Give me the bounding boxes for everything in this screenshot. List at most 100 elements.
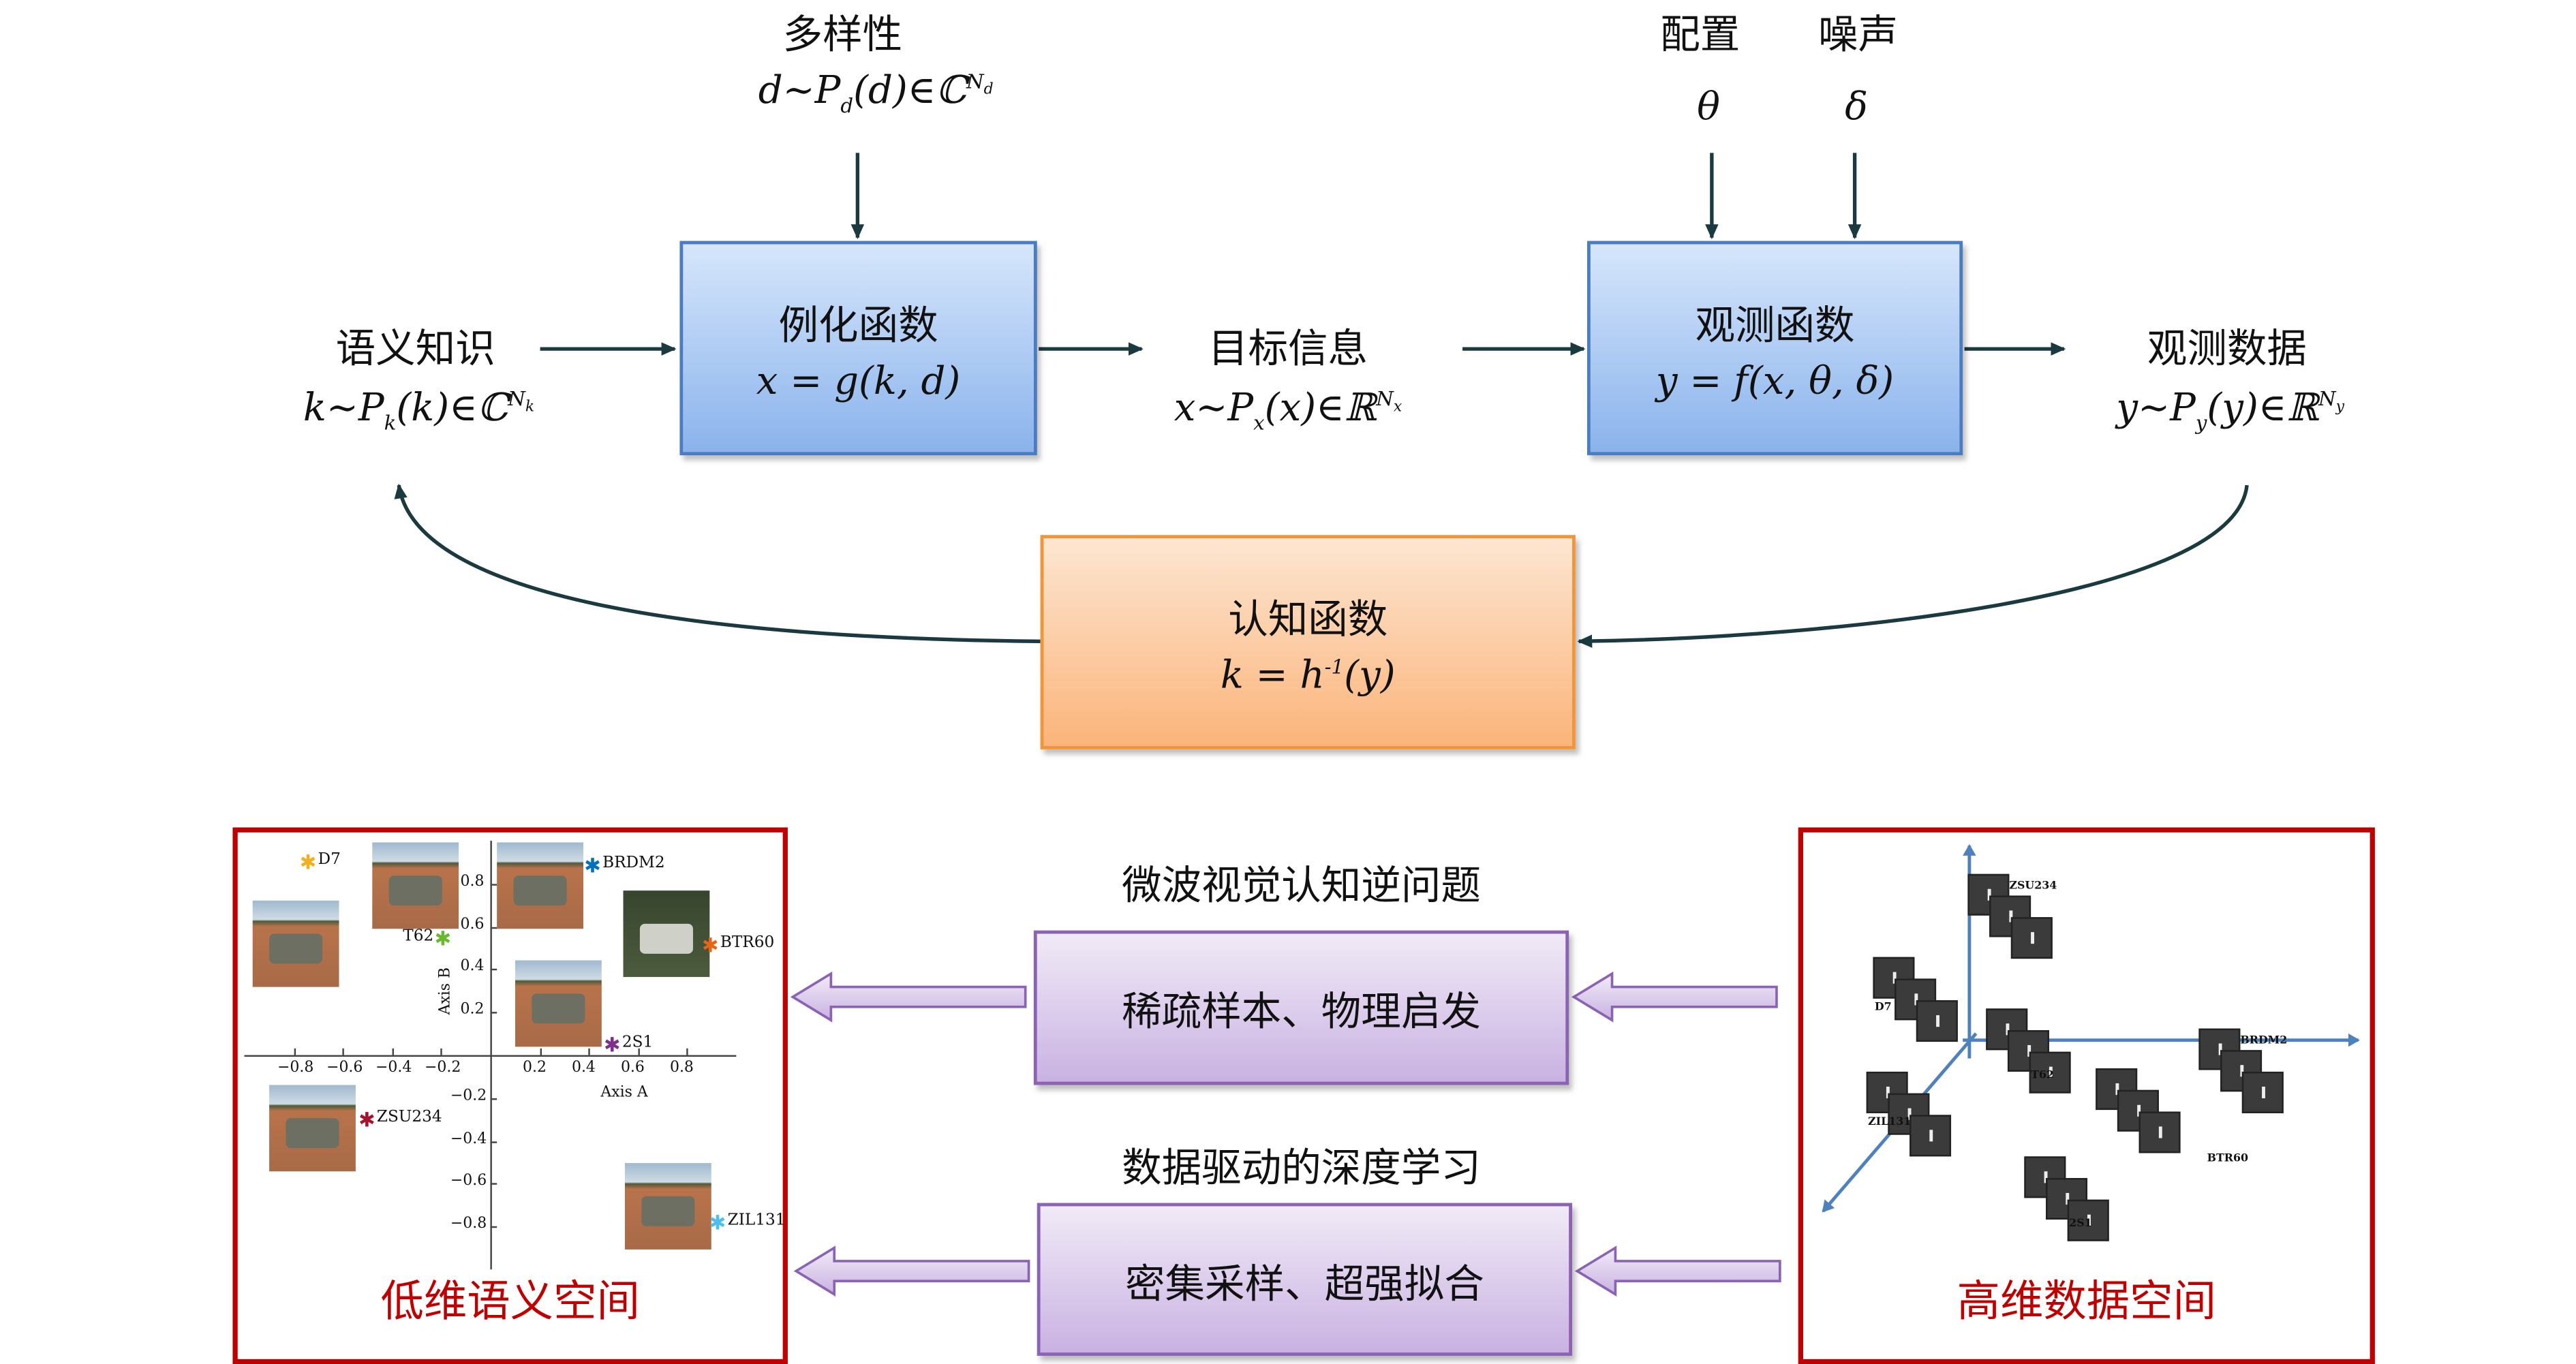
data-point-t62: ✱ bbox=[434, 927, 452, 951]
y-tick-mark bbox=[490, 969, 497, 972]
cognition-function-box: 认知函数 k = h-1(y) bbox=[1040, 535, 1576, 749]
target-formula: x∼Px(x)∈ℝNx bbox=[1174, 387, 1402, 435]
config-label: 配置 bbox=[1660, 12, 1741, 59]
y-tick-label: 0.8 bbox=[460, 873, 485, 890]
sar-image-tile bbox=[1916, 1000, 1958, 1042]
observe-formula: y = f(x, θ, δ) bbox=[1655, 360, 1895, 404]
y-tick-label: −0.8 bbox=[450, 1216, 487, 1233]
sar-image-tile bbox=[1910, 1115, 1952, 1157]
x-tick-label: −0.2 bbox=[425, 1059, 461, 1077]
approach-dense-box: 密集采样、超强拟合 bbox=[1037, 1203, 1573, 1356]
approach-sparse-label: 稀疏样本、物理启发 bbox=[1122, 989, 1481, 1036]
vehicle-photo-brdm2 bbox=[497, 843, 585, 929]
x-tick-label: 0.2 bbox=[523, 1059, 547, 1077]
vehicle-photo-2s1 bbox=[515, 961, 602, 1047]
point-label: BTR60 bbox=[720, 934, 775, 952]
vehicle-photo-btr60 bbox=[622, 890, 709, 977]
y-tick-mark bbox=[490, 1012, 497, 1014]
point-label: 2S1 bbox=[622, 1032, 654, 1051]
x-tick-mark bbox=[441, 1048, 443, 1055]
y-tick-mark bbox=[490, 1226, 497, 1228]
high-dim-title: 高维数据空间 bbox=[1957, 1277, 2217, 1328]
instantiate-formula: x = g(k, d) bbox=[756, 360, 961, 404]
data-point-zil131: ✱ bbox=[709, 1210, 726, 1235]
data-point-d7: ✱ bbox=[299, 850, 317, 874]
x-tick-label: 0.4 bbox=[571, 1059, 596, 1077]
cognition-label: 认知函数 bbox=[1228, 596, 1388, 643]
observe-function-box: 观测函数 y = f(x, θ, δ) bbox=[1586, 241, 1963, 456]
sar-image-tile bbox=[1989, 895, 2031, 937]
inverse-problem-label: 微波视觉认知逆问题 bbox=[1122, 862, 1481, 909]
semantic-label: 语义知识 bbox=[335, 325, 495, 373]
config-symbol: θ bbox=[1697, 86, 1720, 130]
vehicle-photo-d7 bbox=[252, 901, 339, 987]
x-tick-mark bbox=[588, 1048, 590, 1055]
sar-cluster-label: ZSU234 bbox=[2009, 879, 2057, 893]
vehicle-photo-zsu234 bbox=[269, 1085, 356, 1172]
sar-cluster-label: BTR60 bbox=[2207, 1151, 2249, 1165]
sar-cluster-label: ZIL131 bbox=[1868, 1115, 1912, 1128]
instantiate-label: 例化函数 bbox=[778, 302, 938, 350]
y-tick-label: −0.6 bbox=[450, 1173, 487, 1191]
y-axis-line bbox=[490, 840, 492, 1270]
noise-label: 噪声 bbox=[1818, 12, 1898, 59]
y-tick-mark bbox=[490, 1141, 497, 1143]
y-tick-mark bbox=[490, 1098, 497, 1100]
data-point-zsu234: ✱ bbox=[358, 1107, 375, 1131]
data-point-brdm2: ✱ bbox=[584, 854, 601, 878]
y-tick-label: −0.4 bbox=[450, 1130, 487, 1148]
cognition-formula: k = h-1(y) bbox=[1220, 654, 1396, 698]
x-tick-label: −0.6 bbox=[326, 1059, 363, 1077]
x-tick-label: −0.4 bbox=[375, 1059, 412, 1077]
hollow-arrow-left-1 bbox=[790, 971, 1027, 1023]
point-label: BRDM2 bbox=[602, 854, 665, 873]
sar-cluster-label: T62 bbox=[2031, 1068, 2054, 1082]
x-axis-line bbox=[245, 1055, 736, 1057]
x-tick-mark bbox=[294, 1048, 296, 1055]
sar-image-tile bbox=[2029, 1051, 2071, 1094]
point-label: D7 bbox=[318, 850, 341, 869]
x-tick-mark bbox=[392, 1048, 394, 1055]
sar-cluster-label: D7 bbox=[1874, 1000, 1892, 1014]
sar-cluster-label: BRDM2 bbox=[2240, 1033, 2288, 1047]
point-label: T62 bbox=[403, 927, 434, 946]
point-label: ZIL131 bbox=[727, 1210, 786, 1229]
x-tick-label: 0.8 bbox=[669, 1059, 694, 1077]
observed-label: 观测数据 bbox=[2147, 325, 2307, 373]
data-point-btr60: ✱ bbox=[702, 934, 719, 958]
point-label: ZSU234 bbox=[376, 1107, 442, 1126]
y-tick-label: 0.2 bbox=[460, 1002, 485, 1019]
diversity-formula: d∼Pd(d)∈ℂNd bbox=[758, 69, 994, 118]
sar-image-tile bbox=[1866, 1071, 1908, 1113]
sar-image-tile bbox=[2241, 1071, 2284, 1113]
x-tick-mark bbox=[343, 1048, 345, 1055]
y-tick-label: 0.4 bbox=[460, 959, 485, 976]
approach-sparse-box: 稀疏样本、物理启发 bbox=[1033, 930, 1569, 1085]
y-tick-label: −0.2 bbox=[450, 1087, 487, 1105]
x-tick-mark bbox=[686, 1048, 688, 1055]
vehicle-photo-t62 bbox=[372, 843, 459, 929]
low-dim-title: 低维语义空间 bbox=[380, 1277, 640, 1328]
x-tick-mark bbox=[637, 1048, 639, 1055]
y-axis-title: Axis B bbox=[438, 967, 455, 1015]
y-tick-mark bbox=[490, 926, 497, 929]
instantiate-function-box: 例化函数 x = g(k, d) bbox=[679, 241, 1037, 456]
observe-label: 观测函数 bbox=[1695, 302, 1855, 350]
approach-dense-label: 密集采样、超强拟合 bbox=[1124, 1260, 1484, 1307]
y-tick-mark bbox=[490, 1183, 497, 1185]
sar-image-tile bbox=[2010, 917, 2053, 959]
hollow-arrow-left-2 bbox=[793, 1245, 1030, 1297]
hollow-arrow-right-2 bbox=[1574, 1245, 1781, 1297]
x-tick-label: −0.8 bbox=[277, 1059, 314, 1077]
deep-learning-label: 数据驱动的深度学习 bbox=[1122, 1145, 1481, 1192]
y-tick-mark bbox=[490, 883, 497, 886]
semantic-formula: k∼Pk(k)∈ℂNk bbox=[303, 387, 535, 435]
sar-image-tile bbox=[2024, 1156, 2066, 1198]
x-tick-label: 0.6 bbox=[620, 1059, 645, 1077]
target-label: 目标信息 bbox=[1208, 325, 1368, 373]
observed-formula: y∼Py(y)∈ℝNy bbox=[2116, 387, 2345, 435]
